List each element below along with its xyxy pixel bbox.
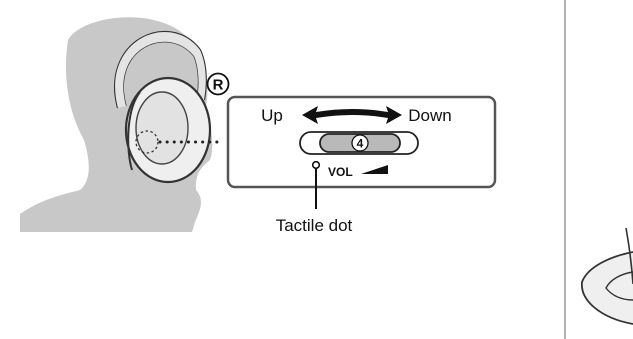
side-marker-circle [206, 72, 230, 96]
dial-number-circle [351, 134, 369, 152]
headband-inner [122, 41, 200, 107]
stand-base-partial [581, 251, 633, 325]
direction-down-label: Down [408, 106, 451, 125]
side-marker-label: R [213, 77, 224, 94]
double-arrow-icon [302, 106, 402, 124]
tactile-dot [311, 160, 321, 170]
vol-increase-wedge-icon [361, 165, 388, 174]
stand-base-rim [605, 271, 633, 301]
direction-up-label: Up [261, 106, 283, 125]
dial-number: 4 [357, 137, 364, 151]
vol-label: VOL [328, 165, 353, 179]
control-highlight-circle [135, 130, 159, 154]
earcup-rim [127, 91, 141, 171]
earcup-inner [135, 91, 189, 165]
headband-fill [115, 32, 206, 108]
tactile-dot-label: Tactile dot [276, 216, 353, 235]
